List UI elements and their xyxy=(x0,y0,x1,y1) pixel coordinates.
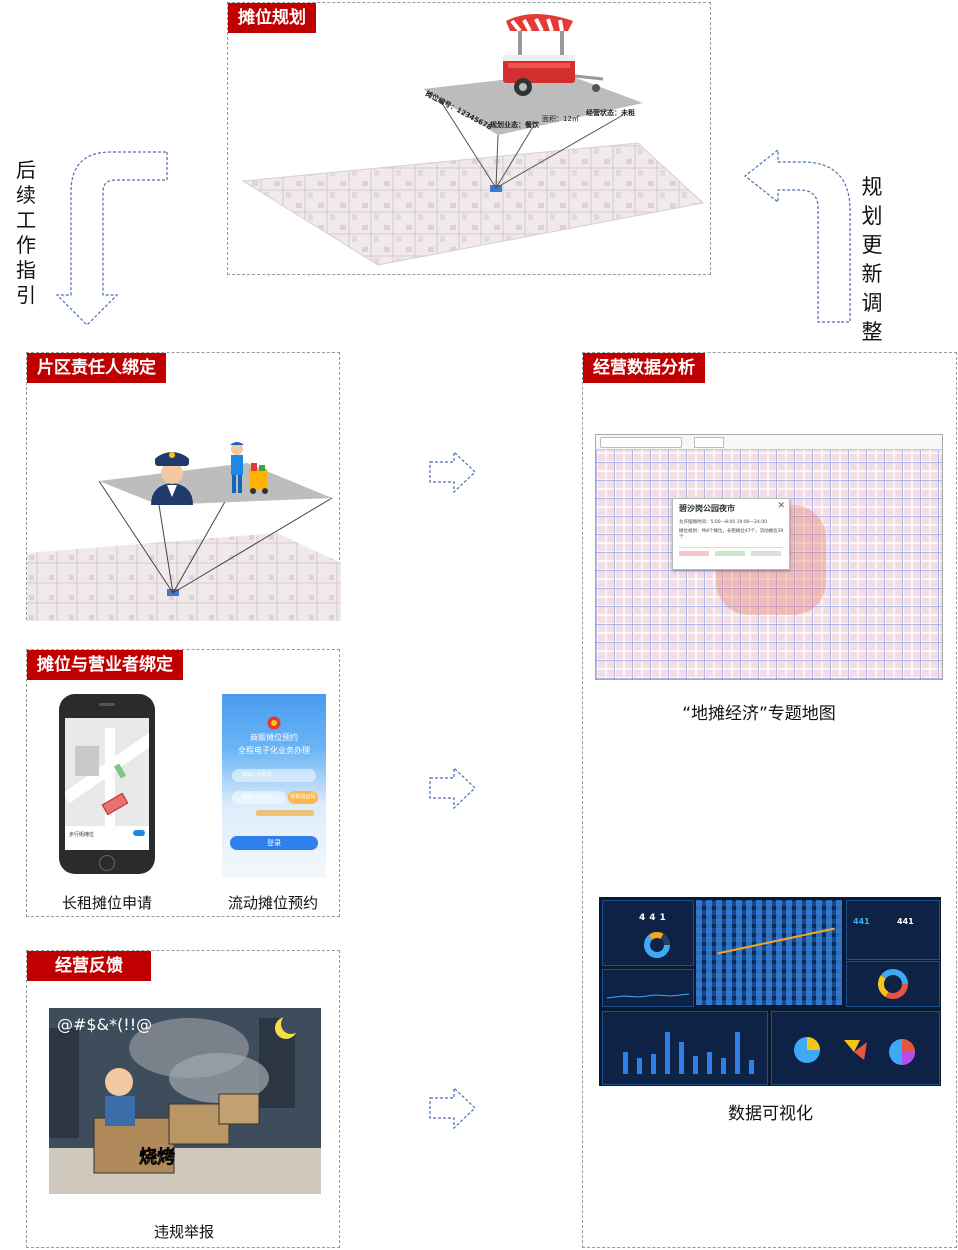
cartoon-illustration: 烧烤 @#$&*(!!@ xyxy=(49,1008,321,1194)
map-filter-dropdown[interactable] xyxy=(694,437,724,448)
flow-label-right: 规划更新调整 xyxy=(861,175,883,344)
curved-arrow-icon xyxy=(55,151,168,326)
donut-chart xyxy=(644,932,670,958)
popup-title: 碧沙岗公园夜市 xyxy=(679,504,735,513)
food-cart-icon xyxy=(503,14,604,96)
feedback-panel: 经营反馈 烧烤 @#$&*(!!@ 违规举报 xyxy=(26,950,340,1248)
get-code-button[interactable]: 获取验证码 xyxy=(288,791,318,804)
phone-home-button[interactable] xyxy=(99,855,115,871)
svg-text:@#$&*(!!@: @#$&*(!!@ xyxy=(57,1015,152,1034)
stall-mobile-marker[interactable] xyxy=(113,763,127,779)
dashboard-panel-tl: 441 xyxy=(602,900,694,966)
popup-plan: 摊位规划：共8个摊位，长租摊位47个，流动摊位39个 xyxy=(679,529,784,540)
svg-text:烧烤: 烧烤 xyxy=(139,1147,175,1168)
thematic-map[interactable]: 碧沙岗公园夜市 ✕ 允许摆摊时间：5:00—8:00 19:00—24:00 摊… xyxy=(595,434,943,680)
map-search-input[interactable] xyxy=(600,437,682,448)
ring-chart xyxy=(878,969,908,999)
binding-panel: 摊位与营业者绑定 步行街摊位 商贩摊位预约 全程电子化业务办理 请输入手机号 请… xyxy=(26,649,340,917)
login-button[interactable]: 登录 xyxy=(230,836,318,850)
planning-panel: 摊位规划 摊位编号：12345678 规划业态：餐饮 面积：12㎡ 经营状态：未… xyxy=(227,2,711,275)
stall-business: 规划业态：餐饮 xyxy=(490,120,540,129)
popup-hours: 允许摆摊时间：5:00—8:00 19:00—24:00 xyxy=(679,520,768,525)
feedback-title: 经营反馈 xyxy=(27,951,151,981)
caption-violation: 违规举报 xyxy=(153,1223,214,1241)
police-officer-icon xyxy=(151,452,193,505)
phone-input[interactable]: 请输入手机号 xyxy=(232,769,316,782)
district-title: 片区责任人绑定 xyxy=(27,353,166,383)
login-screen: 商贩摊位预约 全程电子化业务办理 请输入手机号 请输入验证码 获取验证码 登录 xyxy=(222,694,326,878)
dashboard-panel-tr: 441 441 xyxy=(846,900,940,960)
close-icon[interactable]: ✕ xyxy=(777,501,785,511)
caption-long-term: 长租摊位申请 xyxy=(61,894,152,912)
stall-status: 经营状态：未租 xyxy=(586,108,635,117)
analysis-panel: 经营数据分析 碧沙岗公园夜市 ✕ 允许摆摊时间：5:00—8:00 19:00—… xyxy=(582,352,957,1248)
map-bottom-label: 步行街摊位 xyxy=(69,832,95,838)
map-popup: 碧沙岗公园夜市 ✕ 允许摆摊时间：5:00—8:00 19:00—24:00 摊… xyxy=(672,498,790,570)
dashboard: 441 441 441 xyxy=(599,897,941,1086)
arrow-right-icon xyxy=(429,1086,476,1130)
street-cleaner-icon xyxy=(230,442,268,494)
code-input[interactable]: 请输入验证码 xyxy=(232,791,286,804)
district-panel: 片区责任人绑定 xyxy=(26,352,341,621)
caption-mobile: 流动摊位预约 xyxy=(227,894,318,912)
dashboard-panel-mr xyxy=(846,961,940,1007)
arrow-right-icon xyxy=(429,450,476,494)
city-3d-view xyxy=(696,900,842,1005)
dashboard-stat: 441 xyxy=(853,917,870,926)
agreement-checkbox[interactable] xyxy=(256,810,314,816)
phone-mockup: 步行街摊位 xyxy=(59,694,155,874)
dashboard-stat: 441 xyxy=(897,917,914,926)
dashboard-bar-panel xyxy=(602,1011,768,1085)
dashboard-pie-panel xyxy=(771,1011,940,1085)
arrow-right-icon xyxy=(429,766,476,810)
stall-area: 面积：12㎡ xyxy=(542,114,579,123)
dashboard-panel-ml xyxy=(602,969,694,1007)
curved-arrow-icon xyxy=(744,148,851,323)
app-subtitle: 全程电子化业务办理 xyxy=(238,746,310,755)
planning-map: 摊位编号：12345678 规划业态：餐饮 面积：12㎡ 经营状态：未租 xyxy=(241,73,705,266)
phone-map-screen: 步行街摊位 xyxy=(65,718,149,850)
analysis-title: 经营数据分析 xyxy=(583,353,705,383)
flow-label-left: 后续工作指引 xyxy=(16,158,36,307)
police-badge-icon xyxy=(267,716,281,730)
app-title: 商贩摊位预约 xyxy=(250,733,298,742)
viz-caption: 数据可视化 xyxy=(728,1104,813,1124)
navigate-button[interactable] xyxy=(133,830,145,836)
binding-title: 摊位与营业者绑定 xyxy=(27,650,183,680)
map-caption: “地摊经济”专题地图 xyxy=(682,704,836,724)
dashboard-count: 441 xyxy=(639,913,670,923)
planning-title: 摊位规划 xyxy=(228,3,316,33)
